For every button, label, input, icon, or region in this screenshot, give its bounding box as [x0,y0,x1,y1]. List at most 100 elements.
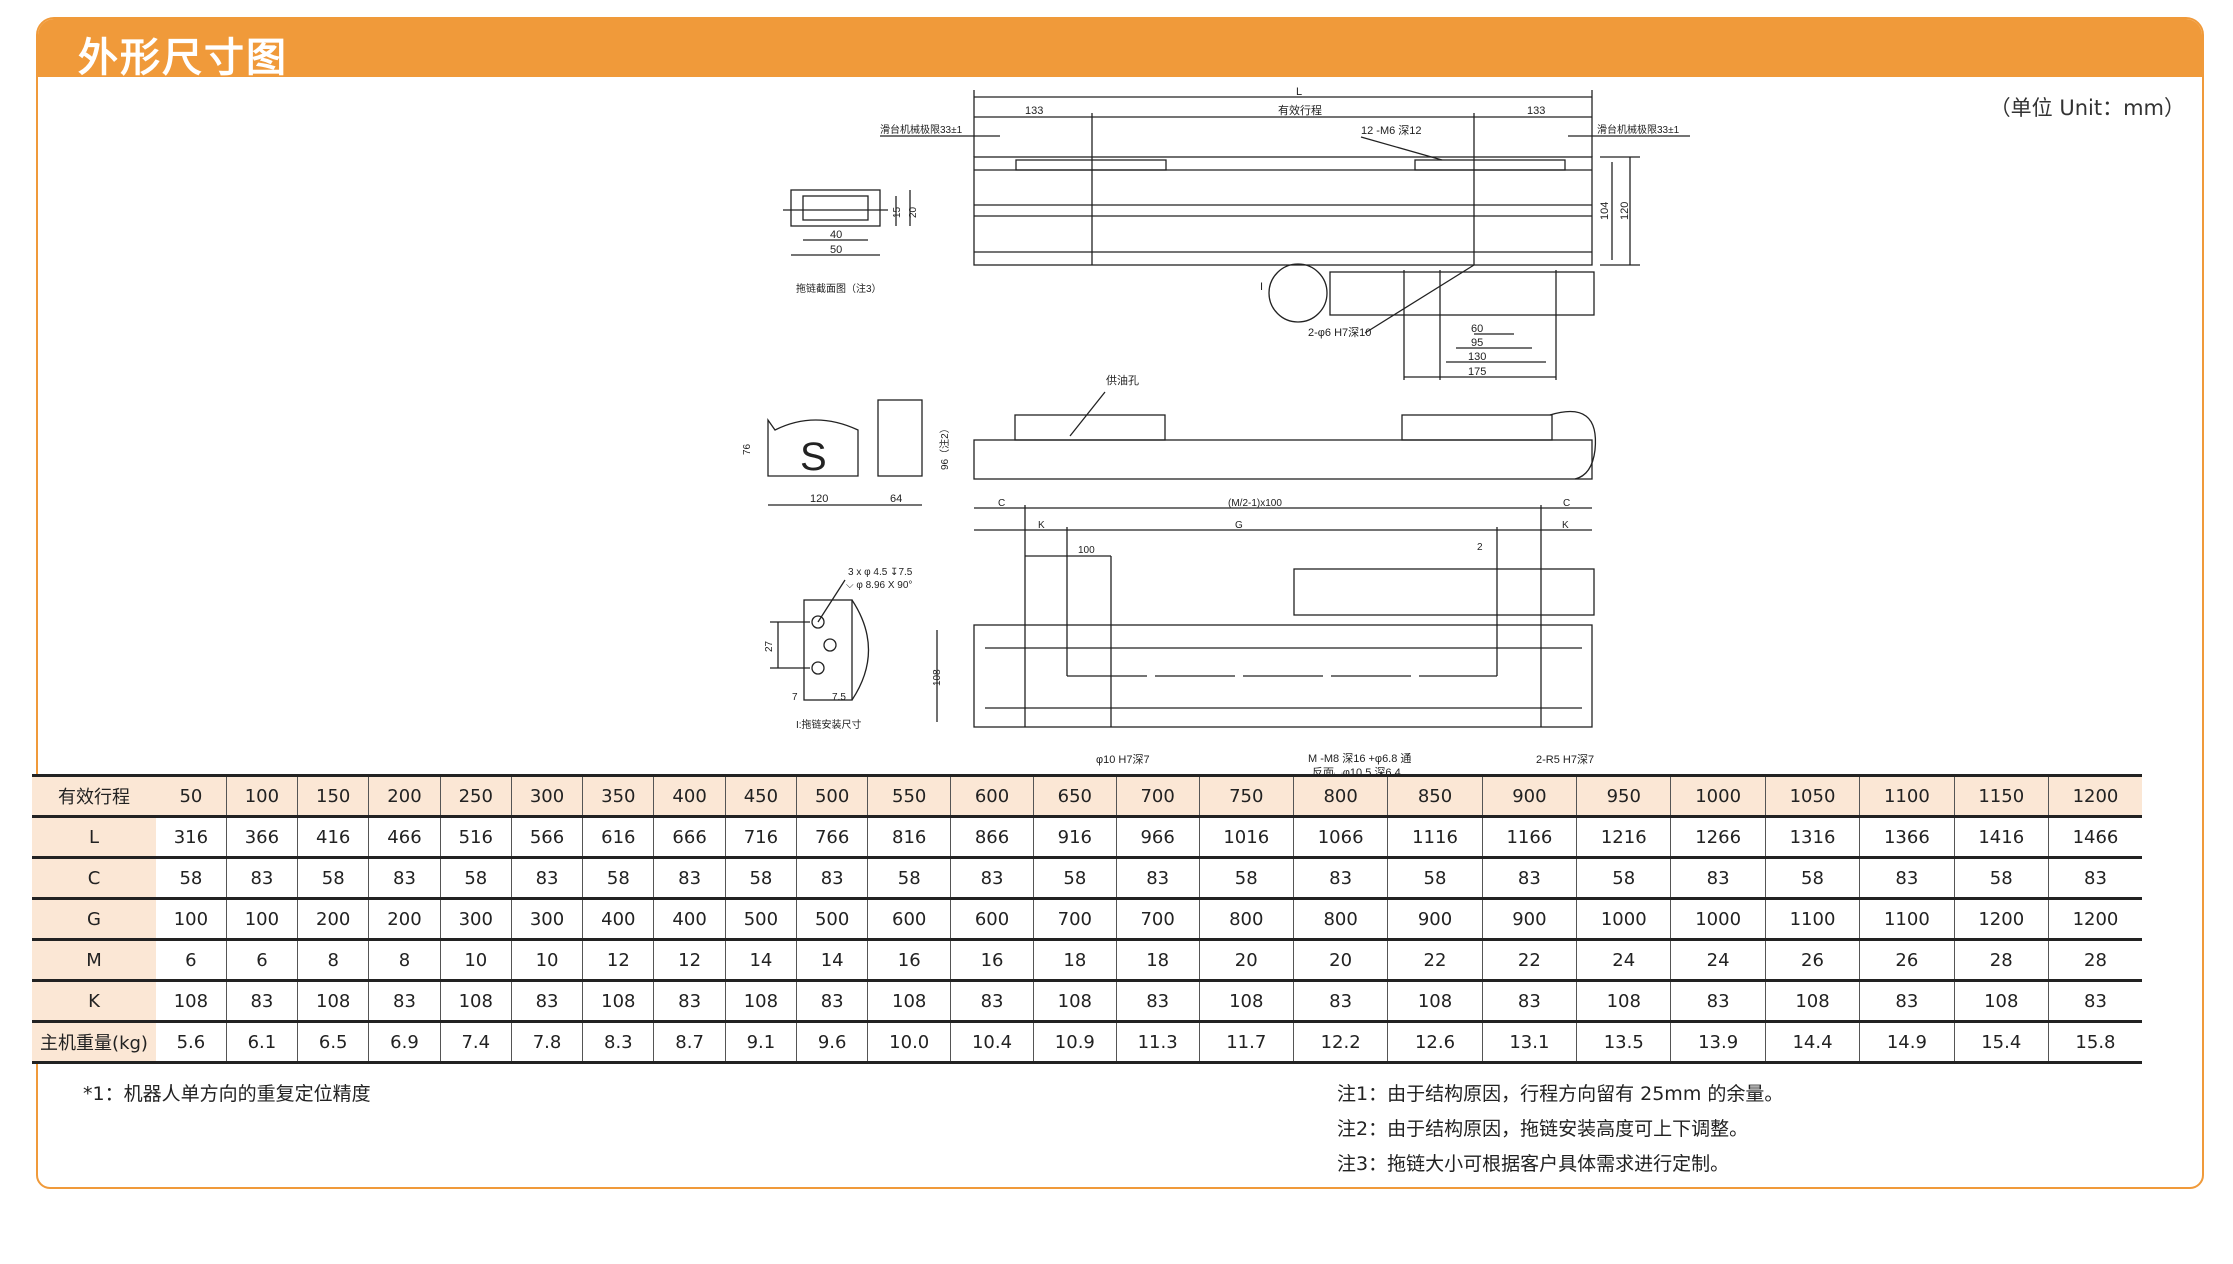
dim-L: L [1296,86,1302,98]
table-cell: 200 [368,898,441,941]
row-label: L [32,816,156,859]
table-cell: 600 [950,898,1034,941]
table-cell: 1466 [2047,816,2142,859]
table-cell: 28 [2047,939,2142,982]
table-cell: 58 [724,857,797,900]
table-cell: 9.1 [724,1021,797,1064]
carriage-bottom [1293,568,1595,616]
table-cell: 566 [510,816,583,859]
table-cell: 18 [1115,939,1200,982]
holes-label: 12 -M6 深12 [1361,124,1422,137]
table-cell: 900 [1481,898,1577,941]
table-cell: 83 [1481,980,1577,1023]
note-1: 注1：由于结构原因，行程方向留有 25mm 的余量。 [1337,1083,1784,1105]
table-cell: 108 [1576,980,1671,1023]
table-cell: 83 [1859,857,1955,900]
drag-chain-bracket [1329,271,1595,316]
table-cell: 900 [1387,898,1483,941]
table-cell: 750 [1198,774,1294,818]
table-cell: 108 [1198,980,1294,1023]
table-cell: 83 [1481,857,1577,900]
table-cell: 700 [1032,898,1117,941]
table-cell: 58 [1953,857,2049,900]
table-cell: 1100 [1764,898,1860,941]
table-cell: 20 [1292,939,1388,982]
table-cell: 6.5 [297,1021,369,1064]
table-cell: 10.9 [1032,1021,1117,1064]
table-cell: 83 [796,857,868,900]
table-cell: 108 [867,980,951,1023]
detail-circle-I [1268,263,1328,323]
table-cell: 108 [1764,980,1860,1023]
table-cell: 20 [1198,939,1294,982]
dim-stroke: 有效行程 [1278,103,1322,117]
row-label: M [32,939,156,982]
table-cell: 1316 [1764,816,1860,859]
table-cell: 1366 [1859,816,1955,859]
table-cell: 16 [950,939,1034,982]
dim-104: 104 [1599,202,1611,220]
dim-7: 7 [792,692,798,703]
table-cell: 83 [796,980,868,1023]
table-cell: 1166 [1481,816,1577,859]
table-cell: 600 [950,774,1034,818]
table-cell: 1000 [1576,898,1671,941]
table-cell: 83 [1670,857,1766,900]
table-cell: 500 [724,898,797,941]
table-cell: 800 [1292,774,1388,818]
table-cell: 816 [867,816,951,859]
table-cell: 83 [510,857,583,900]
dim-108: 108 [932,669,943,686]
table-cell: 6.1 [225,1021,298,1064]
table-cell: 108 [156,980,227,1023]
table-cell: 14.9 [1859,1021,1955,1064]
table-cell: 666 [653,816,726,859]
carriage-left [1015,159,1167,171]
table-cell: 366 [225,816,298,859]
dim-76: 76 [742,443,753,455]
table-cell: 83 [225,857,298,900]
table-cell: 58 [1576,857,1671,900]
table-cell: 13.9 [1670,1021,1766,1064]
pin-holes-label: 2-φ6 H7深10 [1308,326,1371,339]
table-cell: 850 [1387,774,1483,818]
table-cell: 11.7 [1198,1021,1294,1064]
table-cell: 866 [950,816,1034,859]
table-cell: 8 [297,939,369,982]
table-cell: 83 [368,857,441,900]
dim-40: 40 [830,229,842,241]
table-cell: 150 [297,774,369,818]
dim-C-right: C [1563,498,1570,509]
table-cell: 766 [796,816,868,859]
mount-holes-spec: 3 x φ 4.5 ↧7.5 [848,567,913,578]
table-cell: 1050 [1764,774,1860,818]
end-view-chain [877,399,923,477]
dim-64: 64 [890,493,902,505]
table-cell: 13.1 [1481,1021,1577,1064]
table-cell: 24 [1576,939,1671,982]
table-cell: 108 [1387,980,1483,1023]
rail-body-side [973,439,1593,480]
dim-120: 120 [1619,202,1631,220]
section-title: 外形尺寸图 [78,35,288,81]
table-cell: 1200 [2047,898,2142,941]
dim-20: 20 [908,206,919,218]
table-cell: 15.8 [2047,1021,2142,1064]
unit-label: （单位 Unit：mm） [1989,96,2185,120]
table-cell: 916 [1032,816,1117,859]
table-cell: 1200 [2047,774,2142,818]
table-cell: 8.3 [582,1021,654,1064]
table-cell: 416 [297,816,369,859]
table-cell: 700 [1115,774,1200,818]
countersink-spec: ⌵ φ 8.96 X 90° [846,580,912,591]
dim-50: 50 [830,244,842,256]
chain-section: 40 50 15 20 拖链截面图（注3） [783,189,919,295]
limit-right: 滑台机械极限33±1 [1597,123,1680,136]
table-cell: 300 [439,898,512,941]
table-cell: 58 [1764,857,1860,900]
table-cell: 83 [653,857,726,900]
table-cell: 83 [510,980,583,1023]
